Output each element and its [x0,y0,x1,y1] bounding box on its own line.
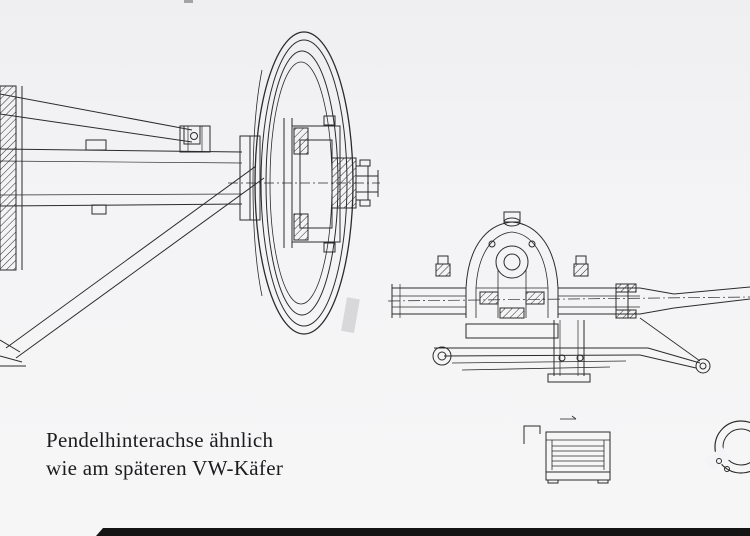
caption-line-2: wie am späteren VW-Käfer [46,456,284,480]
axle-tubes [391,283,750,362]
differential-housing [435,211,589,339]
mount-plate [0,85,23,271]
right-view-differential [387,211,750,383]
diagonal-strut [0,165,265,367]
axle-tube [0,125,261,221]
left-view-wheel-and-axle [0,31,380,367]
diff-centerline [387,296,750,302]
hub-assembly [283,115,379,253]
spring-eyes [432,346,711,374]
caption: Pendelhinterachse ähnlich wie am spätere… [46,426,283,482]
scan-smudge [341,297,360,333]
detail-rubber-buffer [523,415,611,484]
caption-line-1: Pendelhinterachse ähnlich [46,428,274,452]
detail-circlip-ring [703,420,750,474]
leaf-spring [434,320,701,383]
scan-speck [184,0,193,3]
trailing-arm [0,93,201,145]
scan-edge-bar [96,528,750,536]
